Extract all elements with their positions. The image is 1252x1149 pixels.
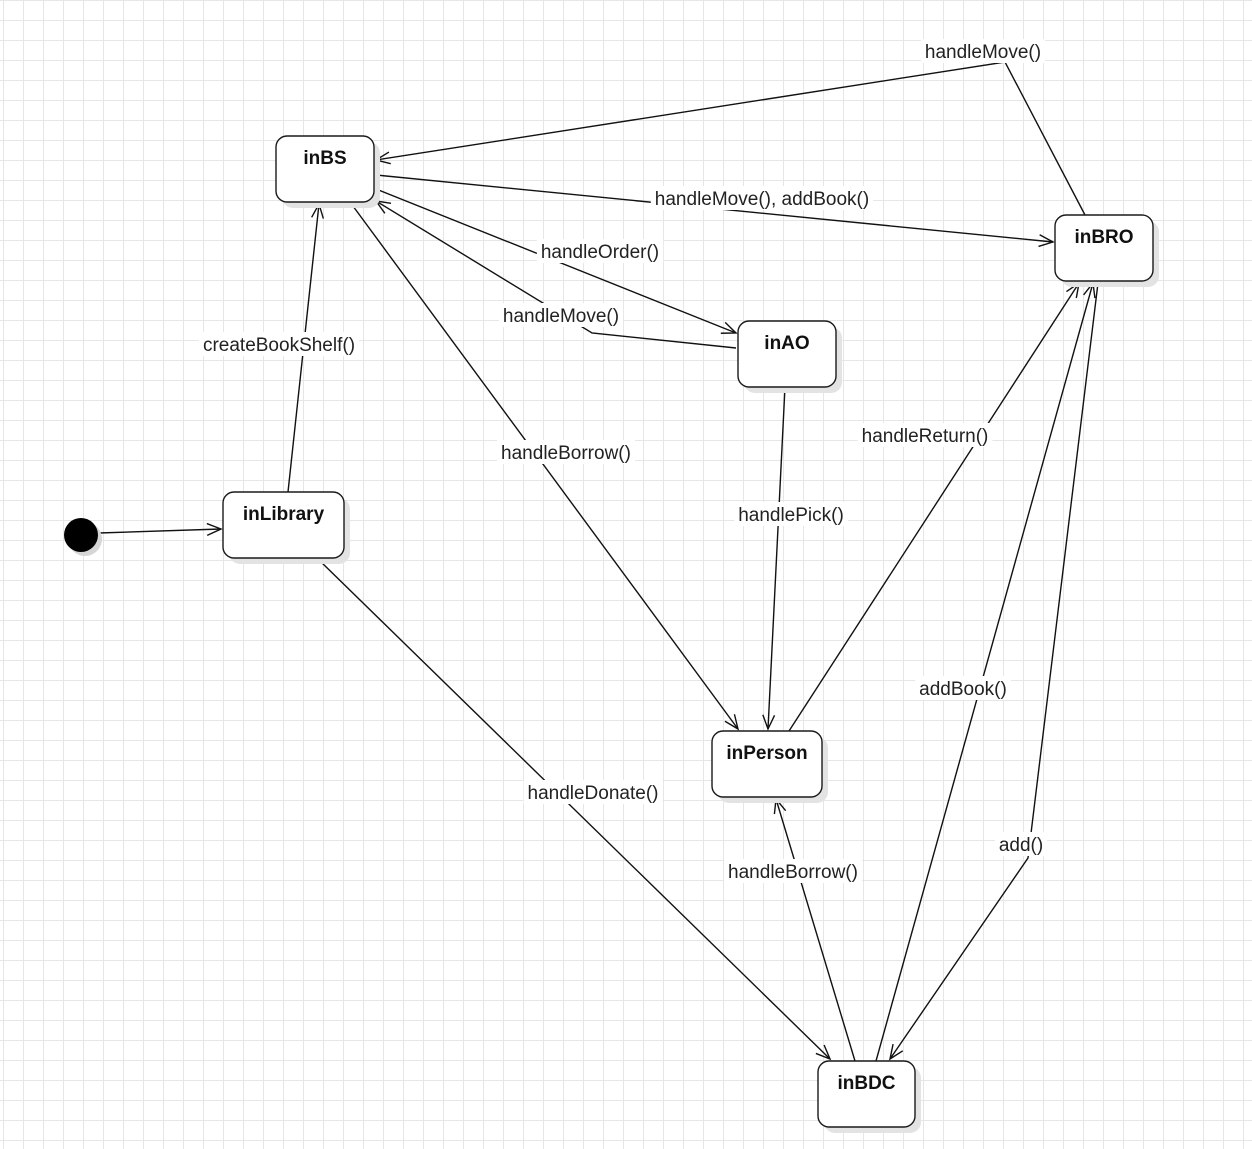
transition-label-background [498,303,624,327]
transition-label-background [857,423,993,447]
transition-label-group: createBookShelf() [198,332,360,356]
transition-label-background [724,859,862,883]
state-inLibrary[interactable]: inLibrary [222,491,350,564]
transition-handle-borrow-bs[interactable] [349,201,740,731]
transition-label: handleBorrow() [501,443,631,464]
transition-label: createBookShelf() [203,335,355,356]
arrow-head [206,522,223,536]
transition-label: addBook() [919,679,1007,700]
state-inBRO[interactable]: inBRO [1054,214,1159,287]
transition-label-background [920,39,1046,63]
transition-label-group: handlePick() [734,502,848,526]
transition-label-background [650,186,874,210]
state-name: inBDC [837,1073,895,1094]
transition-add-book[interactable] [875,281,1096,1062]
transition-label-group: handleBorrow() [497,440,635,464]
transition-label-group: add() [994,832,1048,856]
transition-label: handleMove() [503,306,619,327]
transition-line[interactable] [875,282,1094,1062]
transition-label: add() [999,835,1043,856]
state-name: inPerson [726,743,807,764]
transition-label-group: addBook() [915,676,1011,700]
state-box[interactable] [222,491,345,559]
transition-label-group: handleReturn() [857,423,993,447]
state-inPerson[interactable]: inPerson [711,730,828,803]
transition-line[interactable] [375,200,737,349]
transition-label-background [497,440,635,464]
transition-label: handleMove() [925,42,1041,63]
transition-label-group: handleMove() [920,39,1046,63]
transition-label: handleOrder() [541,242,659,263]
transition-label: handleBorrow() [728,862,858,883]
state-name: inLibrary [243,504,325,525]
state-box[interactable] [1054,214,1154,282]
transition-label-background [994,832,1048,856]
state-name: inBS [303,148,346,169]
transition-add[interactable] [888,282,1099,1061]
state-box[interactable] [275,135,375,203]
transition-label-background [523,780,663,804]
state-name: inBRO [1074,227,1133,248]
transition-handle-pick[interactable] [762,386,786,731]
transition-label-group: handleDonate() [523,780,663,804]
initial-state-dot [64,518,98,552]
transition-label-background [536,239,664,263]
transition-handle-donate[interactable] [317,558,832,1061]
state-inBDC[interactable]: inBDC [817,1060,921,1133]
state-box[interactable] [737,320,837,388]
transition-line[interactable] [349,201,739,730]
state-box[interactable] [817,1060,916,1128]
states-layer: inBS inBRO inAO inLibrary inPerson inBDC [64,135,1159,1133]
transition-label: handleMove(), addBook() [655,189,869,210]
state-name: inAO [764,333,809,354]
transition-handle-borrow-bdc[interactable] [773,797,856,1062]
initial-state [64,518,102,556]
transition-label: handlePick() [738,505,844,526]
transition-label-background [198,332,360,356]
transition-handle-move-add-book[interactable] [375,174,1055,248]
transition-label-background [915,676,1011,700]
state-box[interactable] [711,730,823,798]
arrow-head [815,1044,832,1061]
transition-label-group: handleOrder() [536,239,664,263]
transition-label-group: handleMove(), addBook() [650,186,874,210]
transition-initial[interactable] [98,522,223,536]
transition-label-group: handleBorrow() [724,859,862,883]
transition-line[interactable] [317,558,831,1060]
transition-line[interactable] [788,282,1080,732]
arrow-head [1038,234,1055,248]
arrow-head [724,714,740,731]
transition-label-group: handleMove() [498,303,624,327]
transition-label-background [734,502,848,526]
state-inBS[interactable]: inBS [275,135,380,208]
arrow-head [762,714,776,731]
arrow-head [888,1043,904,1061]
arrow-head [720,321,738,334]
transition-line[interactable] [775,798,856,1062]
transition-label: handleDonate() [528,783,659,804]
state-inAO[interactable]: inAO [737,320,842,393]
transition-label: handleReturn() [862,426,989,447]
labels-layer: createBookShelf() handleMove() handleMove(… [198,39,1048,883]
transition-line[interactable] [767,386,786,730]
transition-line[interactable] [889,282,1099,1060]
transition-line[interactable] [98,528,222,534]
